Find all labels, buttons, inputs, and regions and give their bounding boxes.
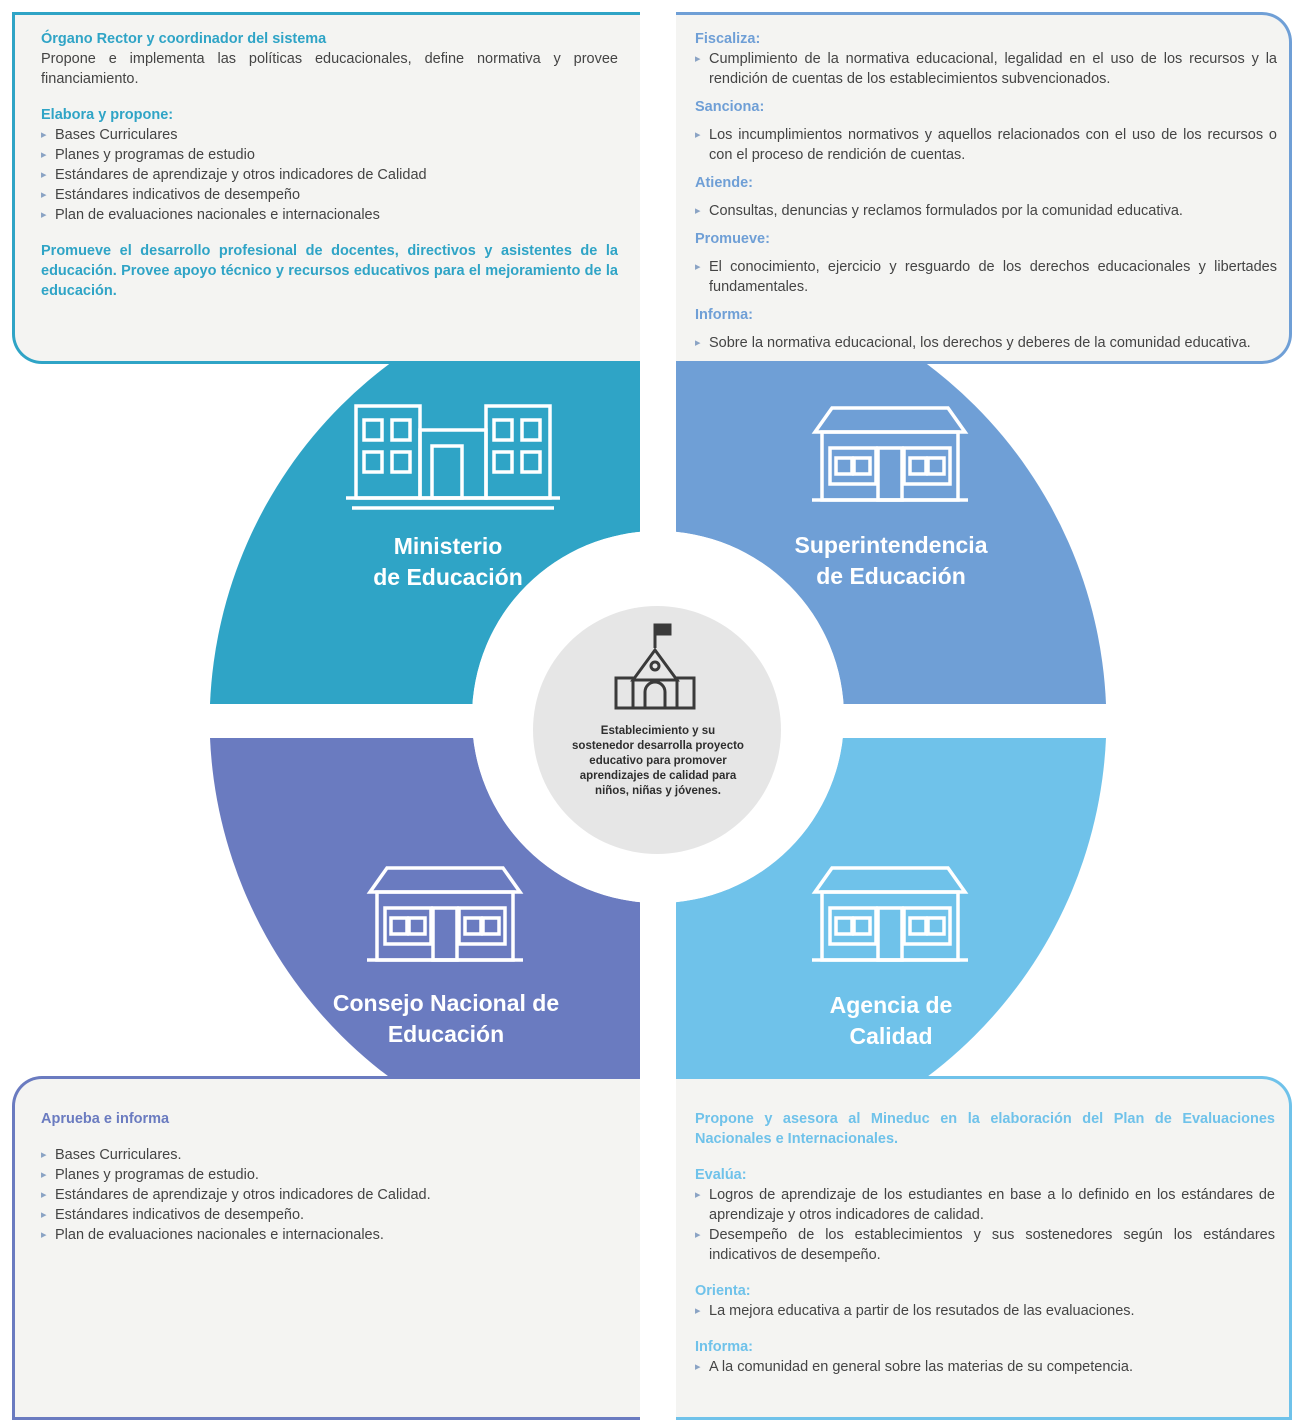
agencia-title-line2: Calidad (849, 1023, 933, 1049)
section-title: Promueve: (695, 231, 770, 247)
consejo-house-icon (366, 866, 524, 962)
ministerio-title: Ministerio de Educación (298, 531, 598, 593)
section-title: Sanciona: (695, 99, 765, 115)
list-item: Consultas, denuncias y reclamos formulad… (695, 201, 1277, 221)
consejo-title-line2: Educación (387, 1021, 505, 1047)
list-item: Sobre la normativa educacional, los dere… (695, 333, 1277, 353)
superintendencia-title-line2: de Educación (816, 563, 966, 589)
list-item: Logros de aprendizaje de los estudiantes… (695, 1185, 1275, 1225)
ministerio-heading: Órgano Rector y coordinador del sistema (41, 31, 327, 47)
list-item: Cumplimiento de la normativa educacional… (695, 49, 1277, 89)
list-item: Planes y programas de estudio (41, 145, 618, 165)
list-item: Estándares indicativos de desempeño (41, 185, 618, 205)
list-item: La mejora educativa a partir de los resu… (695, 1301, 1275, 1321)
list-item: Estándares de aprendizaje y otros indica… (41, 165, 618, 185)
list-item: Plan de evaluaciones nacionales e intern… (41, 1225, 618, 1245)
section-title: Informa: (695, 1339, 753, 1355)
section-title: Atiende: (695, 175, 753, 191)
center-hub (533, 606, 781, 854)
ministerio-subheading: Elabora y propone: (41, 107, 174, 123)
list-item: Los incumplimientos normativos y aquello… (695, 125, 1277, 165)
list-item: Bases Curriculares. (41, 1145, 618, 1165)
consejo-title: Consejo Nacional de Educación (296, 988, 596, 1050)
consejo-heading: Aprueba e informa (41, 1111, 170, 1127)
center-description: Establecimiento y su sostenedor desarrol… (572, 725, 744, 797)
superintendencia-title-line1: Superintendencia (794, 532, 988, 558)
ministerio-panel: Órgano Rector y coordinador del sistema … (12, 12, 640, 364)
list-item: Estándares de aprendizaje y otros indica… (41, 1185, 618, 1205)
ministerio-description: Propone e implementa las políticas educa… (41, 51, 618, 87)
consejo-panel: Aprueba e informa Bases Curriculares. Pl… (12, 1076, 640, 1420)
list-item: Planes y programas de estudio. (41, 1165, 618, 1185)
section-title: Evalúa: (695, 1167, 747, 1183)
agencia-panel: Propone y asesora al Mineduc en la elabo… (676, 1076, 1292, 1420)
ministerio-list: Bases Curriculares Planes y programas de… (41, 125, 618, 225)
agencia-title-line1: Agencia de (829, 992, 953, 1018)
ministerio-title-line1: Ministerio (393, 533, 503, 559)
agencia-title: Agencia de Calidad (741, 990, 1041, 1052)
list-item: El conocimiento, ejercicio y resguardo d… (695, 257, 1277, 297)
list-item: Estándares indicativos de desempeño. (41, 1205, 618, 1225)
consejo-list: Bases Curriculares. Planes y programas d… (41, 1145, 618, 1245)
ministerio-promotes: Promueve el desarrollo profesional de do… (41, 243, 618, 299)
consejo-title-line1: Consejo Nacional de (332, 990, 560, 1016)
superintendencia-panel: Fiscaliza: Cumplimiento de la normativa … (676, 12, 1292, 364)
section-title: Orienta: (695, 1283, 751, 1299)
list-item: Plan de evaluaciones nacionales e intern… (41, 205, 618, 225)
school-flag-icon (614, 623, 696, 710)
list-item: Desempeño de los establecimientos y sus … (695, 1225, 1275, 1265)
superintendencia-title: Superintendencia de Educación (741, 530, 1041, 592)
school-building-icon (346, 404, 560, 510)
superintendencia-house-icon (811, 406, 969, 502)
section-title: Fiscaliza: (695, 31, 761, 47)
agencia-house-icon (811, 866, 969, 962)
agencia-intro: Propone y asesora al Mineduc en la elabo… (695, 1111, 1275, 1147)
section-title: Informa: (695, 307, 753, 323)
list-item: A la comunidad en general sobre las mate… (695, 1357, 1275, 1377)
list-item: Bases Curriculares (41, 125, 618, 145)
ministerio-title-line2: de Educación (373, 564, 523, 590)
